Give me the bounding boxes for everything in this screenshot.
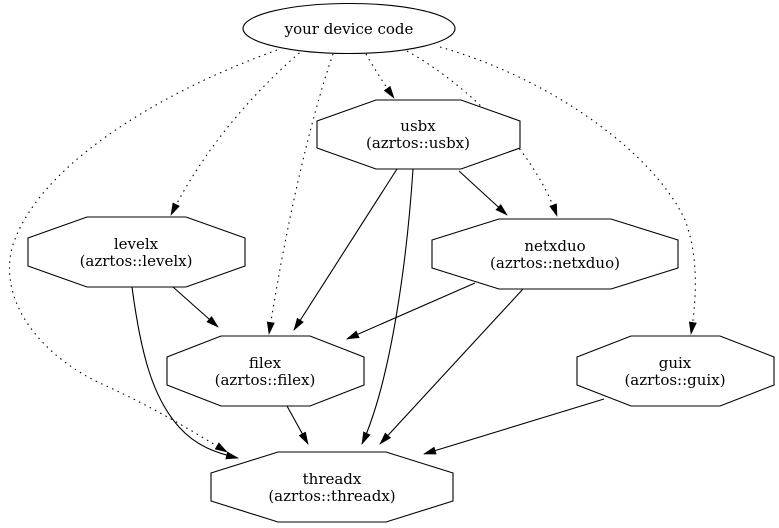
your-device-code-label: your device code [284, 20, 414, 38]
node-threadx: threadx (azrtos::threadx) [210, 451, 454, 523]
edge-usbx-to-threadx [361, 168, 414, 445]
edge-usbx-to-netxduo [458, 170, 508, 216]
edge-usbx-to-filex [293, 168, 398, 331]
filex-label: filex [249, 354, 282, 372]
edge-guix-to-threadx [423, 398, 605, 455]
levelx-sublabel: (azrtos::levelx) [80, 252, 193, 270]
filex-octagon [166, 335, 365, 407]
edge-levelx-to-threadx [131, 286, 239, 460]
edge-netxduo-to-filex [346, 282, 476, 340]
usbx-octagon [316, 99, 521, 170]
node-guix: guix (azrtos::guix) [576, 335, 775, 407]
node-usbx: usbx (azrtos::usbx) [316, 99, 521, 170]
edge-your-device-code-to-usbx [365, 53, 395, 99]
your-device-code-ellipse [242, 2, 456, 55]
threadx-octagon [210, 451, 454, 523]
usbx-sublabel: (azrtos::usbx) [366, 134, 470, 152]
levelx-label: levelx [114, 235, 159, 253]
threadx-label: threadx [303, 470, 362, 488]
threadx-sublabel: (azrtos::threadx) [268, 487, 395, 505]
guix-label: guix [659, 354, 692, 372]
edge-your-device-code-to-levelx [170, 48, 305, 216]
usbx-label: usbx [400, 117, 436, 135]
guix-octagon [576, 335, 775, 407]
edge-your-device-code-to-guix [439, 46, 697, 335]
netxduo-label: netxduo [524, 237, 585, 255]
filex-sublabel: (azrtos::filex) [215, 371, 316, 389]
node-your-device-code: your device code [242, 2, 456, 55]
node-netxduo: netxduo (azrtos::netxduo) [431, 218, 679, 290]
edge-your-device-code-to-filex [266, 53, 334, 335]
netxduo-sublabel: (azrtos::netxduo) [490, 254, 620, 272]
edge-filex-to-threadx [286, 405, 309, 445]
levelx-octagon [27, 216, 246, 288]
netxduo-octagon [431, 218, 679, 290]
node-levelx: levelx (azrtos::levelx) [27, 216, 246, 288]
edge-levelx-to-filex [172, 286, 219, 328]
edge-netxduo-to-threadx [379, 288, 524, 445]
edge-your-device-code-to-threadx [9, 49, 278, 453]
guix-sublabel: (azrtos::guix) [624, 371, 725, 389]
node-filex: filex (azrtos::filex) [166, 335, 365, 407]
